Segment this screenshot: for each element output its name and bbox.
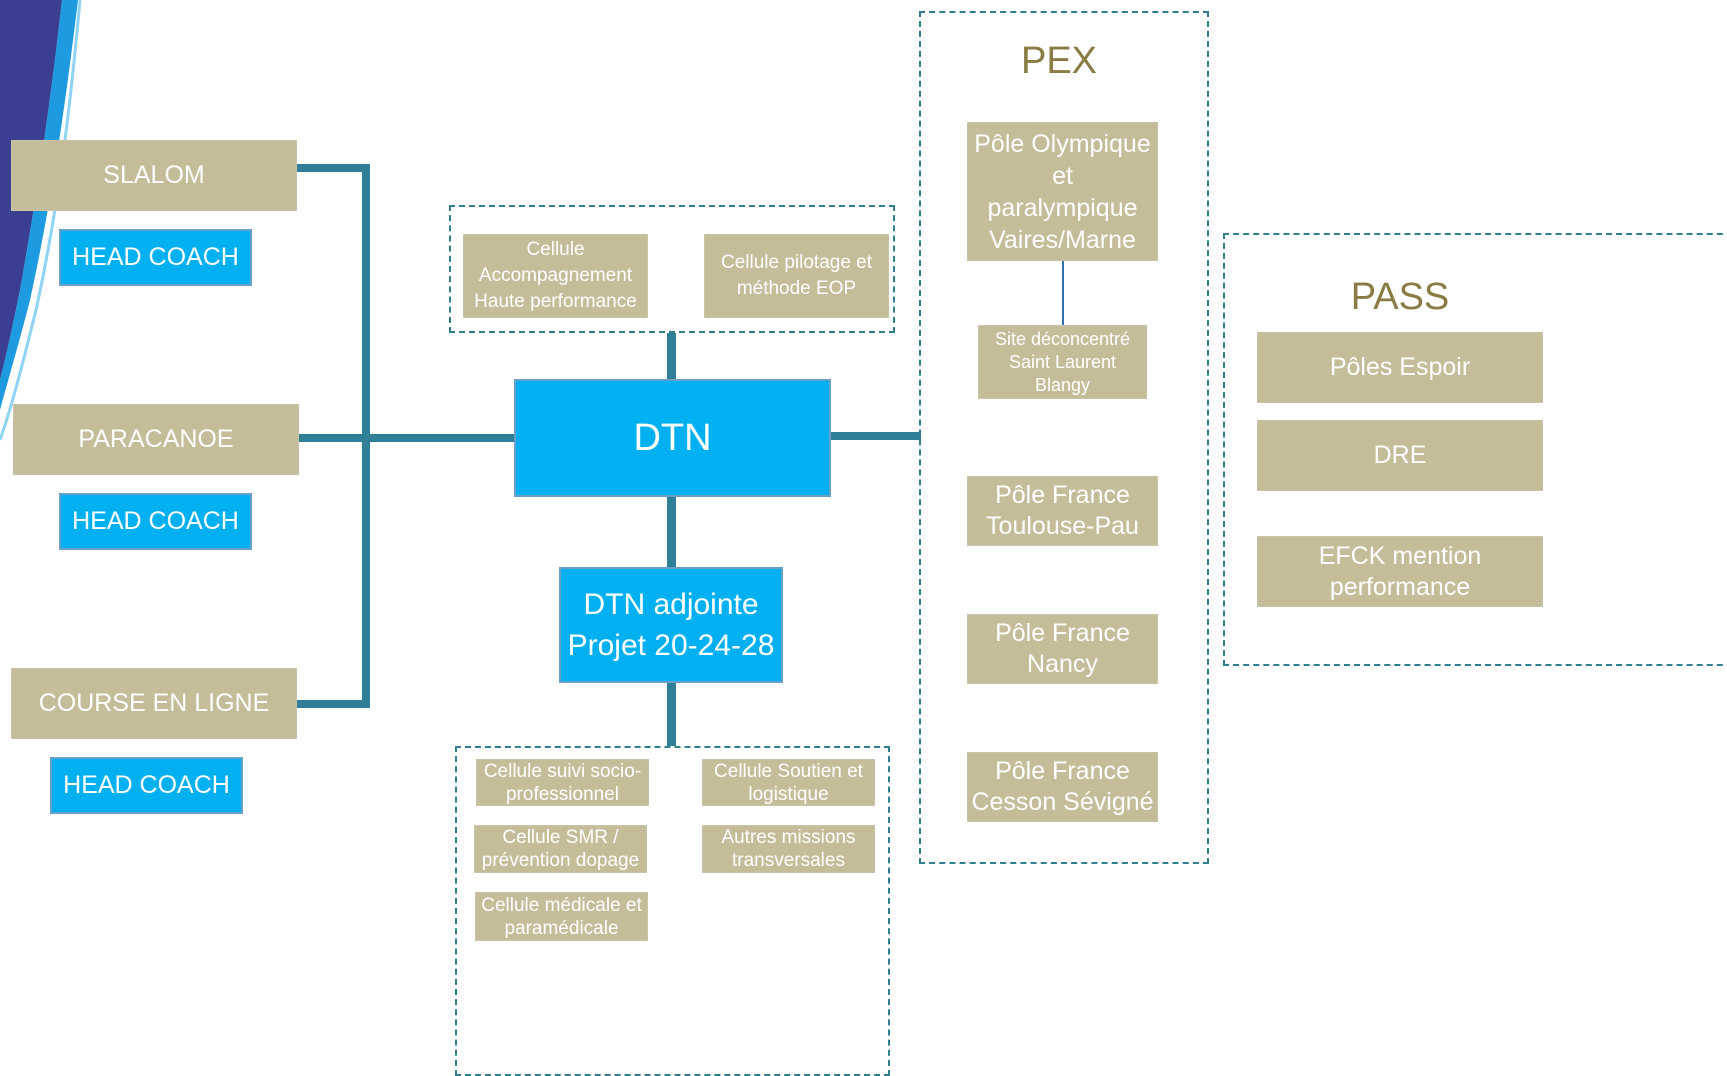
connector-dtn-to-pex (831, 432, 921, 440)
connector-course-en-ligne (297, 700, 369, 708)
pass-dre: DRE (1257, 420, 1543, 491)
discipline-slalom: SLALOM (11, 140, 297, 211)
top-cells-group (449, 205, 895, 333)
discipline-paracanoe: PARACANOE (13, 404, 299, 475)
cell-soutien-logistique: Cellule Soutien et logistique (702, 759, 875, 806)
head-coach-slalom: HEAD COACH (59, 229, 252, 286)
pole-france-nancy: Pôle France Nancy (967, 614, 1158, 684)
connector-adjointe-to-bottom-cells (667, 683, 676, 746)
cell-pilotage: Cellule pilotage et méthode EOP (704, 234, 889, 318)
site-deconcentre-saint-laurent: Site déconcentré Saint Laurent Blangy (978, 325, 1147, 399)
pass-group (1223, 233, 1727, 666)
connector-dtn-to-adjointe (667, 497, 676, 567)
cell-autres-missions: Autres missions transversales (702, 825, 875, 873)
cell-medicale-paramedicale: Cellule médicale et paramédicale (475, 892, 648, 941)
head-coach-paracanoe: HEAD COACH (59, 493, 252, 550)
connector-paracanoe-to-dtn (299, 434, 515, 442)
connector-slalom (297, 164, 369, 172)
dtn-box: DTN (514, 379, 831, 497)
discipline-course-en-ligne: COURSE EN LIGNE (11, 668, 297, 739)
cell-accompagnement: Cellule Accompagnement Haute performance (463, 234, 648, 318)
dtn-adjointe-box: DTN adjointe Projet 20-24-28 (559, 567, 783, 683)
pole-france-cesson-sevigne: Pôle France Cesson Sévigné (967, 752, 1158, 822)
connector-olympic-to-site (1062, 261, 1064, 325)
pole-olympique-vaires-marne: Pôle Olympique et paralympique Vaires/Ma… (967, 122, 1158, 261)
pass-poles-espoir: Pôles Espoir (1257, 332, 1543, 403)
pass-efck-mention-performance: EFCK mention performance (1257, 536, 1543, 607)
pex-group (919, 11, 1209, 864)
connector-dtn-to-top-cells (667, 333, 676, 380)
cell-smr-prevention-dopage: Cellule SMR / prévention dopage (474, 825, 647, 873)
cell-suivi-socio-professionnel: Cellule suivi socio- professionnel (476, 759, 649, 806)
pass-title: PASS (1350, 276, 1450, 318)
pex-title: PEX (1020, 40, 1098, 82)
head-coach-course-en-ligne: HEAD COACH (50, 757, 243, 814)
pole-france-toulouse-pau: Pôle France Toulouse-Pau (967, 476, 1158, 546)
